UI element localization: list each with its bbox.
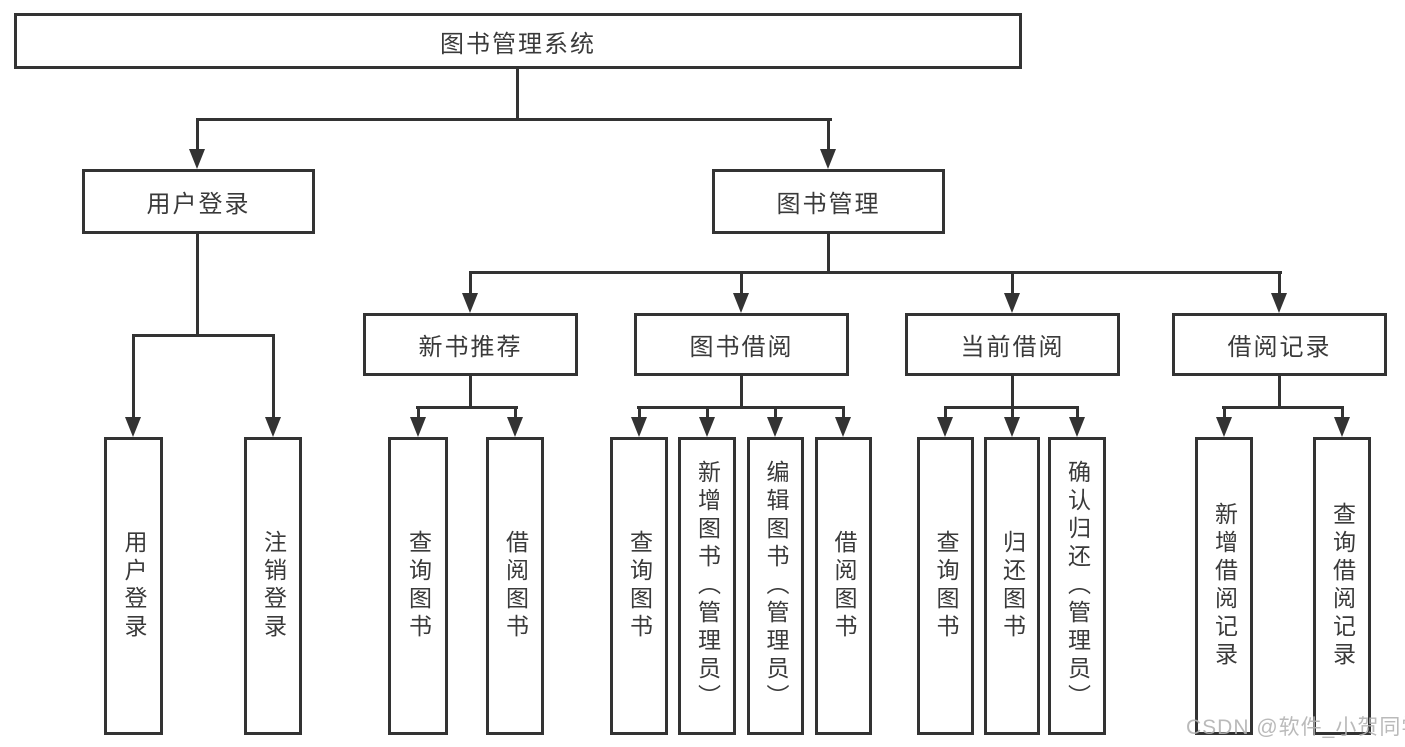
arrow-down xyxy=(937,406,953,437)
connector-line xyxy=(469,271,1282,274)
leaf-borrowing-query-books: 查询图书 xyxy=(610,437,668,735)
connector-line xyxy=(637,406,845,409)
leaf-label: 新增借阅记录 xyxy=(1211,502,1238,670)
node-root-library-management-system: 图书管理系统 xyxy=(14,13,1022,69)
leaf-current-return-books: 归还图书 xyxy=(984,437,1040,735)
leaf-recommend-query-books: 查询图书 xyxy=(388,437,448,735)
connector-line xyxy=(740,375,743,409)
leaf-user-login: 用户登录 xyxy=(104,437,163,735)
connector-line xyxy=(1011,375,1014,409)
leaf-borrowing-borrow-books: 借阅图书 xyxy=(815,437,872,735)
leaf-label: 查询图书 xyxy=(626,530,653,642)
leaf-label: 用户登录 xyxy=(121,530,147,642)
leaf-current-query-books: 查询图书 xyxy=(917,437,974,735)
arrow-down xyxy=(767,406,783,437)
leaf-label: 确认归还（管理员） xyxy=(1064,460,1091,712)
arrow-down xyxy=(820,118,836,169)
leaf-label: 查询图书 xyxy=(405,530,432,642)
leaf-records-query-borrow-record: 查询借阅记录 xyxy=(1313,437,1371,735)
node-user-login: 用户登录 xyxy=(82,169,315,234)
arrow-down xyxy=(507,406,523,437)
arrow-down xyxy=(835,406,851,437)
arrow-down xyxy=(125,334,141,437)
leaf-current-confirm-return-admin: 确认归还（管理员） xyxy=(1048,437,1106,735)
connector-line xyxy=(1278,375,1281,409)
leaf-borrowing-add-books-admin: 新增图书（管理员） xyxy=(678,437,736,735)
arrow-down xyxy=(733,271,749,313)
arrow-down xyxy=(1004,406,1020,437)
arrow-down xyxy=(1069,406,1085,437)
leaf-label: 注销登录 xyxy=(260,530,287,642)
connector-line xyxy=(416,406,518,409)
leaf-label: 归还图书 xyxy=(999,530,1026,642)
leaf-records-add-borrow-record: 新增借阅记录 xyxy=(1195,437,1253,735)
connector-line xyxy=(827,233,830,274)
connector-line xyxy=(196,233,199,337)
connector-line xyxy=(196,118,832,121)
arrow-down xyxy=(189,118,205,169)
leaf-label: 借阅图书 xyxy=(502,530,529,642)
connector-line xyxy=(516,69,519,121)
node-book-borrowing: 图书借阅 xyxy=(634,313,849,376)
connector-line xyxy=(1222,406,1344,409)
arrow-down xyxy=(265,334,281,437)
arrow-down xyxy=(1216,406,1232,437)
node-book-management: 图书管理 xyxy=(712,169,945,234)
leaf-borrowing-edit-books-admin: 编辑图书（管理员） xyxy=(747,437,804,735)
arrow-down xyxy=(1004,271,1020,313)
node-borrowing-records: 借阅记录 xyxy=(1172,313,1387,376)
leaf-recommend-borrow-books: 借阅图书 xyxy=(486,437,544,735)
arrow-down xyxy=(1334,406,1350,437)
leaf-label: 新增图书（管理员） xyxy=(694,460,721,712)
leaf-logout: 注销登录 xyxy=(244,437,302,735)
connector-line xyxy=(469,375,472,409)
leaf-label: 查询借阅记录 xyxy=(1329,502,1356,670)
arrow-down xyxy=(410,406,426,437)
arrow-down xyxy=(631,406,647,437)
leaf-label: 查询图书 xyxy=(933,530,959,642)
node-new-book-recommend: 新书推荐 xyxy=(363,313,578,376)
leaf-label: 借阅图书 xyxy=(831,530,857,642)
leaf-label: 编辑图书（管理员） xyxy=(763,460,789,712)
arrow-down xyxy=(699,406,715,437)
arrow-down xyxy=(462,271,478,313)
csdn-watermark: CSDN @软件_小贺同学 xyxy=(1186,716,1405,739)
node-current-borrowing: 当前借阅 xyxy=(905,313,1120,376)
connector-line xyxy=(132,334,275,337)
arrow-down xyxy=(1271,271,1287,313)
